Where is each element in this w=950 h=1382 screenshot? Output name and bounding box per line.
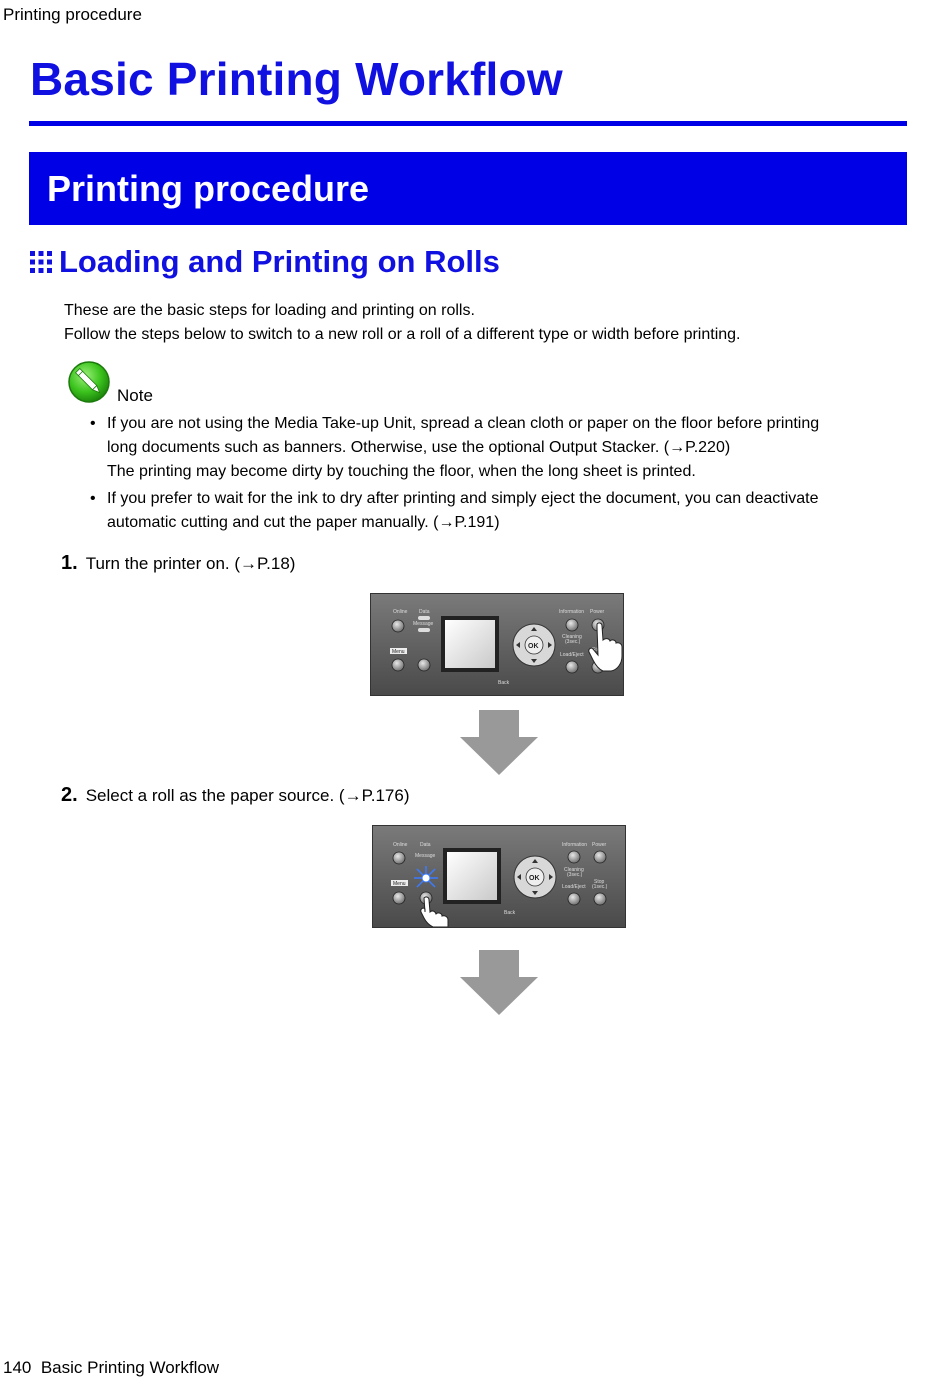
svg-text:Load/Eject: Load/Eject <box>560 652 584 658</box>
page-footer: 140 Basic Printing Workflow <box>3 1358 219 1378</box>
svg-text:Back: Back <box>498 680 510 686</box>
step-2: 2. Select a roll as the paper source. (→… <box>61 784 410 807</box>
svg-text:(3sec.): (3sec.) <box>567 872 583 878</box>
grid-icon <box>30 251 52 273</box>
subsection-title: Loading and Printing on Rolls <box>59 244 500 279</box>
svg-text:Menu: Menu <box>393 881 406 887</box>
intro-text: These are the basic steps for loading an… <box>64 299 741 347</box>
svg-text:Power: Power <box>592 842 607 848</box>
svg-text:Cleaning: Cleaning <box>562 634 582 640</box>
svg-text:Information: Information <box>559 609 584 615</box>
svg-text:OK: OK <box>529 875 540 882</box>
step-number: 2. <box>61 784 78 806</box>
note-list: • If you are not using the Media Take-up… <box>90 412 900 538</box>
note-line: If you are not using the Media Take-up U… <box>107 415 820 432</box>
svg-text:Cleaning: Cleaning <box>564 867 584 873</box>
step-1: 1. Turn the printer on. (→P.18) <box>61 552 295 575</box>
note-line: automatic cutting and cut the paper manu… <box>107 514 500 531</box>
running-header: Printing procedure <box>3 5 142 24</box>
page-number: 140 <box>3 1358 32 1377</box>
note-line: If you prefer to wait for the ink to dry… <box>107 490 819 507</box>
list-item: • If you prefer to wait for the ink to d… <box>90 487 900 535</box>
svg-text:Stop: Stop <box>592 647 603 653</box>
svg-text:Information: Information <box>562 842 587 848</box>
step-text: Select a roll as the paper source. (→P.1… <box>85 786 410 805</box>
note-line: long documents such as banners. Otherwis… <box>107 439 731 456</box>
subsection-heading: Loading and Printing on Rolls <box>29 244 500 280</box>
intro-line: These are the basic steps for loading an… <box>64 302 475 319</box>
svg-text:Stop: Stop <box>594 879 605 885</box>
svg-text:Load/Eject: Load/Eject <box>562 884 586 890</box>
section-banner: Printing procedure <box>29 152 907 225</box>
intro-line: Follow the steps below to switch to a ne… <box>64 326 741 343</box>
svg-text:Data: Data <box>420 842 431 848</box>
footer-chapter: Basic Printing Workflow <box>40 1358 220 1377</box>
step-text: Turn the printer on. (→P.18) <box>85 554 296 573</box>
svg-text:Back: Back <box>504 910 516 916</box>
svg-text:Power: Power <box>590 609 605 615</box>
svg-text:OK: OK <box>528 643 539 650</box>
svg-text:Online: Online <box>393 842 408 848</box>
note-line: The printing may become dirty by touchin… <box>107 463 696 480</box>
list-item: • If you are not using the Media Take-up… <box>90 412 900 484</box>
svg-text:Menu: Menu <box>392 649 405 655</box>
control-panel-image: Online Data Message Menu OK Back Informa… <box>370 593 624 696</box>
svg-text:Message: Message <box>415 853 436 859</box>
title-divider <box>29 121 907 126</box>
down-arrow-icon <box>460 950 538 1015</box>
down-arrow-icon <box>460 710 538 775</box>
svg-text:(1sec.): (1sec.) <box>592 884 608 890</box>
step-number: 1. <box>61 552 78 574</box>
svg-text:(3sec.): (3sec.) <box>565 639 581 645</box>
svg-text:Message: Message <box>413 621 434 627</box>
pencil-icon <box>68 361 110 403</box>
control-panel-image: Online Data Message Menu OK Back Informa… <box>372 825 626 928</box>
note-label: Note <box>117 386 153 405</box>
page-title: Basic Printing Workflow <box>30 53 563 105</box>
svg-text:Data: Data <box>419 609 430 615</box>
svg-text:Online: Online <box>393 609 408 615</box>
